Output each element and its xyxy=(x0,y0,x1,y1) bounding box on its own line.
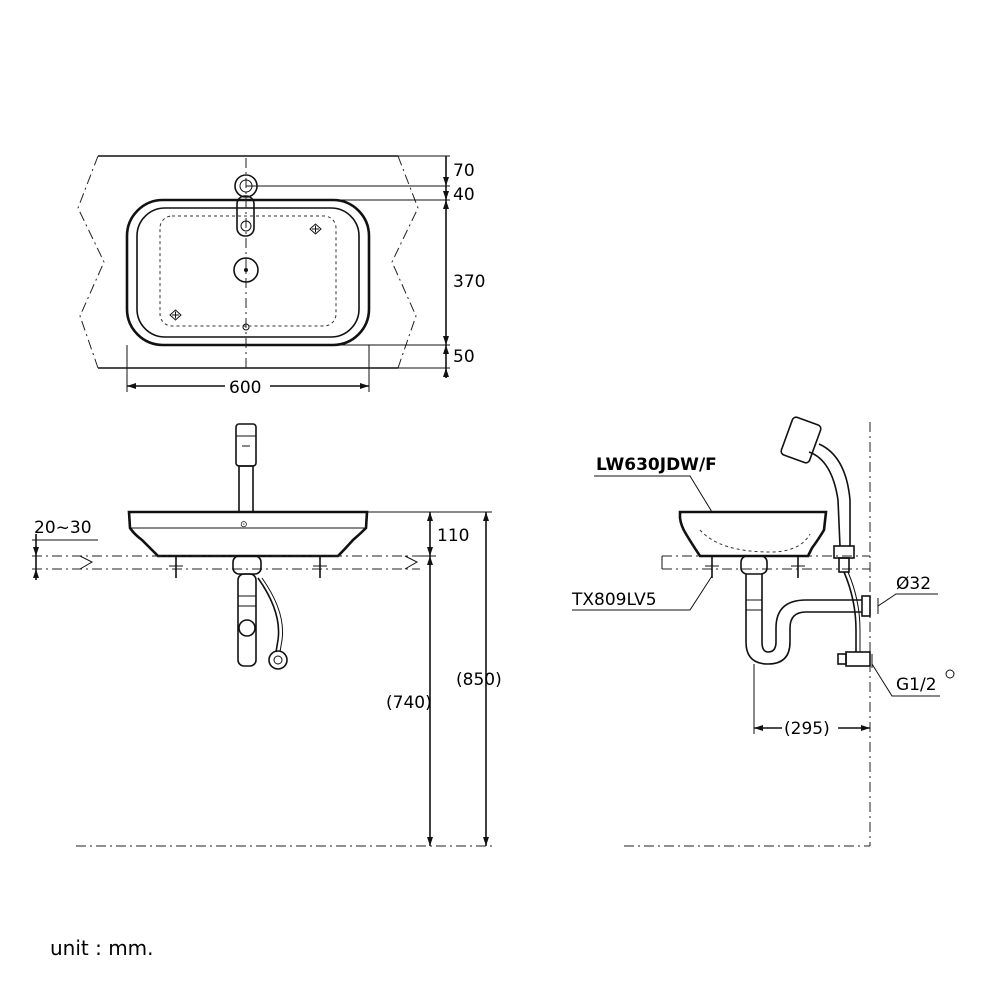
dim-basin-height: 110 xyxy=(437,526,469,546)
countertop-outline xyxy=(77,155,419,369)
dim-counter-thickness: 20~30 xyxy=(34,518,92,538)
side-view: LW630JDW/F TX809LV5 Ø32 G1/2 (295) xyxy=(571,416,955,847)
basin-bowl xyxy=(159,215,337,327)
faucet-side xyxy=(780,416,855,573)
dim-supply-thread: G1/2 xyxy=(896,675,937,695)
top-view: 70 40 370 50 600 xyxy=(77,155,485,398)
mounting-marks xyxy=(169,223,322,321)
p-trap-side xyxy=(740,555,871,665)
faucet-front xyxy=(235,423,257,513)
basin-model-label: LW630JDW/F xyxy=(596,455,717,475)
dim-trap-projection: (295) xyxy=(784,719,830,739)
basin-inner-rim xyxy=(136,207,360,338)
dim-counter-height: (740) xyxy=(386,693,432,713)
basin-front xyxy=(127,510,369,558)
dim-width: 600 xyxy=(229,378,261,398)
dim-rim-height: (850) xyxy=(456,670,502,690)
fitting-model-label: TX809LV5 xyxy=(571,590,657,610)
mounting-bolts-side xyxy=(705,556,805,578)
drain-trap-front xyxy=(232,555,288,670)
drain-top xyxy=(233,257,259,331)
height-dimension-lines xyxy=(367,511,492,846)
dim-drain-diameter: Ø32 xyxy=(896,574,931,594)
supply-valve-side xyxy=(837,571,871,667)
basin-side xyxy=(678,510,828,558)
counter-thickness-dimension xyxy=(32,534,98,580)
dim-top-offset: 70 xyxy=(453,161,475,181)
dim-front-offset: 50 xyxy=(453,347,475,367)
drain-diameter-leader xyxy=(877,593,938,614)
dim-faucet-offset: 40 xyxy=(453,185,475,205)
supply-thread-leader xyxy=(871,654,940,697)
unit-label: unit : mm. xyxy=(50,936,154,960)
front-view: ⊙ xyxy=(32,423,502,847)
dim-basin-depth: 370 xyxy=(453,272,485,292)
trap-projection-dimension xyxy=(753,664,870,734)
countertop-front xyxy=(32,555,420,570)
mounting-bolts-front xyxy=(169,556,327,578)
width-dimension-line xyxy=(126,345,370,392)
svg-text:⊙: ⊙ xyxy=(240,520,248,530)
top-dimension-lines xyxy=(246,155,450,378)
